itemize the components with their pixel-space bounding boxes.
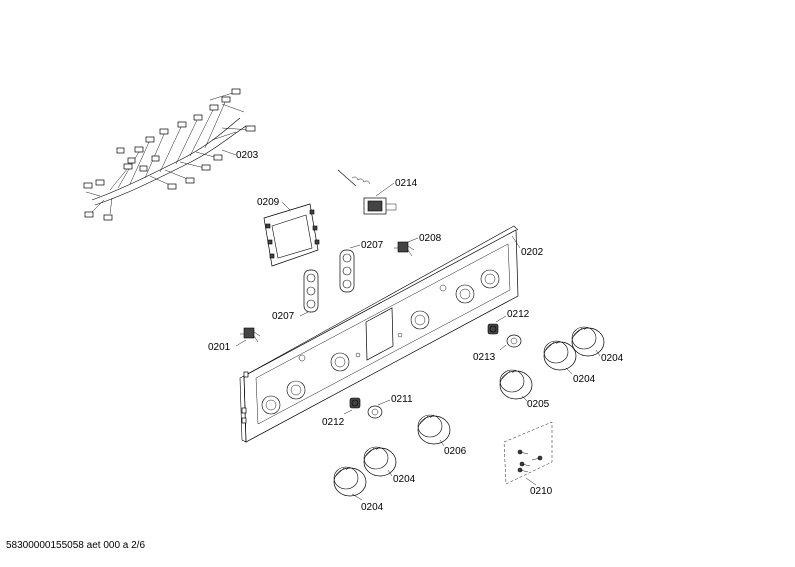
knob-0206 (417, 414, 451, 445)
callout-0204a: 0204 (601, 353, 624, 364)
leader-0213 (499, 344, 507, 351)
callout-0211: 0211 (391, 394, 413, 405)
leader-0212b (343, 409, 353, 415)
knob-0205 (499, 369, 533, 400)
leader-0209 (281, 201, 291, 211)
leader-0202 (511, 235, 521, 249)
callout-0206: 0206 (444, 446, 467, 457)
callout-0214: 0214 (395, 178, 418, 189)
knob-0204-left-top (363, 446, 397, 477)
wiring-harness (83, 88, 256, 221)
leader-0208 (407, 237, 419, 243)
callout-0203: 0203 (236, 150, 259, 161)
leader-0201 (235, 339, 247, 347)
leader-0214 (375, 182, 395, 197)
leader-0204b (565, 367, 573, 375)
callout-0209: 0209 (257, 197, 280, 208)
callout-0207a: 0207 (361, 240, 384, 251)
callout-0210: 0210 (530, 486, 553, 497)
callout-0204b: 0204 (573, 374, 596, 385)
switch-strip-lower (303, 269, 319, 313)
leader-0210 (525, 477, 537, 486)
spindle-0212-left (349, 397, 361, 409)
spindle-0212-right (487, 323, 499, 335)
screws-bag (503, 421, 553, 485)
panel-knob-holes (261, 269, 500, 415)
switch-0201 (240, 327, 261, 343)
callout-0212b: 0212 (322, 417, 345, 428)
bushing-0211 (367, 405, 383, 419)
document-id: 58300000155058 aet 000 a 2/6 (6, 540, 146, 551)
bushing-0213 (506, 334, 522, 348)
callout-0207b: 0207 (272, 311, 295, 322)
callout-0212a: 0212 (507, 309, 530, 320)
leader-0212a (495, 315, 507, 323)
knob-0204-right-mid (543, 340, 577, 371)
callout-0208: 0208 (419, 233, 442, 244)
leader-0203 (221, 149, 237, 156)
callout-0201: 0201 (208, 342, 231, 353)
leader-0204c (387, 469, 393, 477)
control-panel (239, 225, 519, 443)
leader-0207a (349, 244, 361, 249)
knob-0204-left-bottom (333, 466, 367, 497)
leader-0205 (521, 395, 529, 403)
switch-0208 (394, 241, 415, 257)
timer-module (263, 203, 320, 267)
callout-0204c: 0204 (393, 474, 416, 485)
callout-0213: 0213 (473, 352, 496, 363)
leader-0204a (595, 349, 601, 357)
knob-0204-right-top (571, 326, 605, 357)
leader-0206 (439, 439, 445, 447)
leader-0211 (377, 399, 391, 406)
thermostat-part (337, 169, 397, 215)
callout-0204d: 0204 (361, 502, 384, 513)
switch-strip-upper (339, 249, 355, 293)
leader-0207b (299, 311, 309, 317)
leader-0204d (351, 493, 363, 501)
callout-0202: 0202 (521, 247, 544, 258)
callout-0205: 0205 (527, 399, 550, 410)
